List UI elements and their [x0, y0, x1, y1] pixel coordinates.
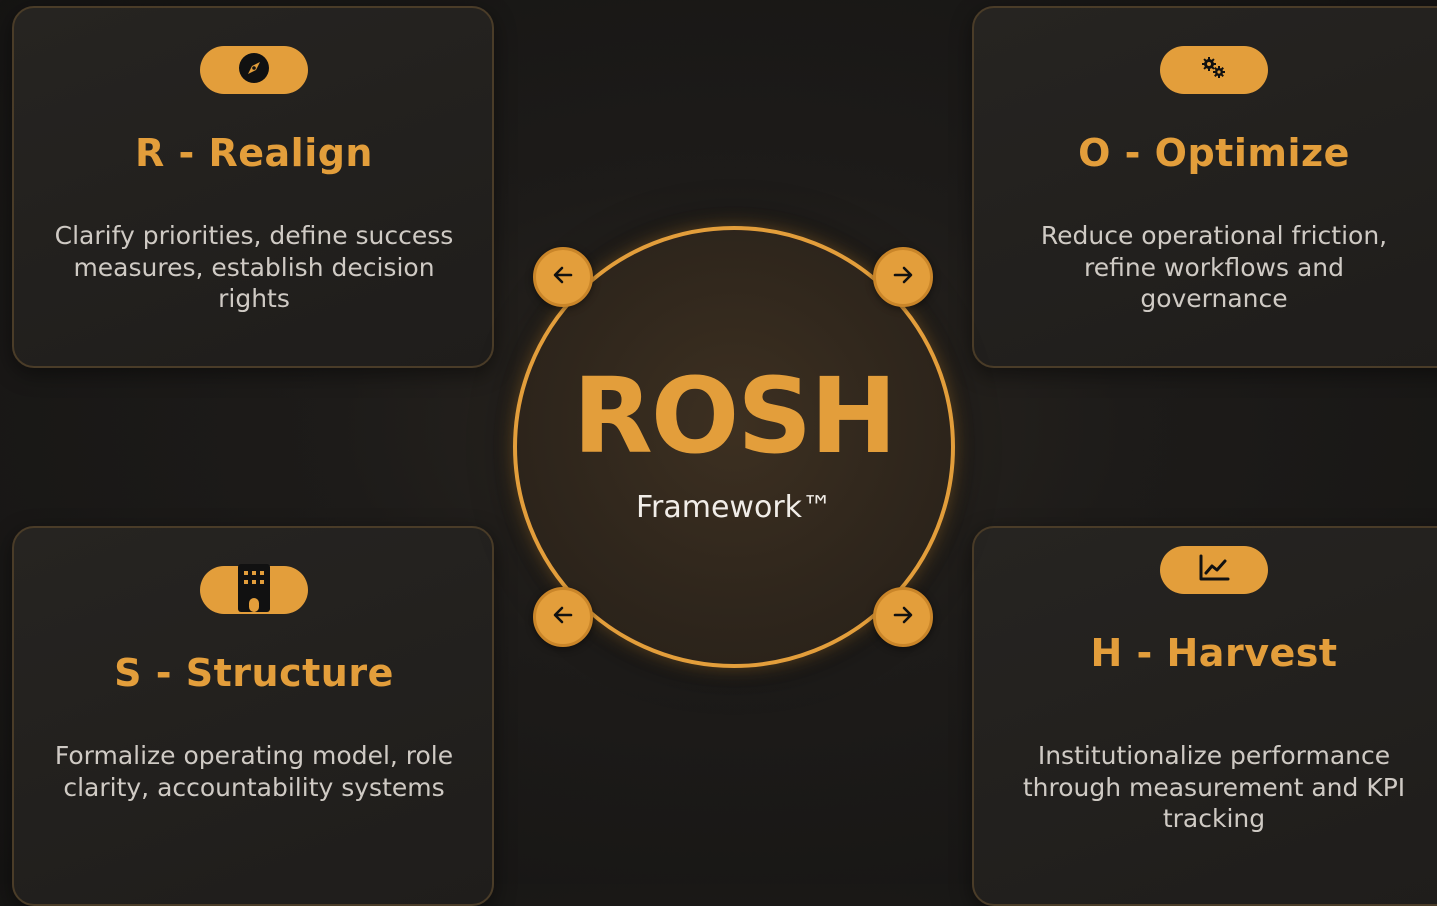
compass-icon [238, 52, 270, 88]
chart-line-icon [1198, 554, 1230, 586]
nav-button-bottom-right[interactable] [873, 587, 933, 647]
card-description: Reduce operational friction, refine work… [1040, 221, 1388, 313]
icon-badge [1160, 46, 1268, 94]
icon-badge [200, 564, 308, 616]
hub-title: ROSH [572, 355, 897, 477]
arrow-right-icon [892, 264, 914, 290]
card-description: Clarify priorities, define success measu… [54, 221, 454, 313]
icon-badge [200, 46, 308, 94]
card-title: R - Realign [135, 131, 373, 175]
card-realign: R - Realign Clarify priorities, define s… [12, 6, 494, 368]
framework-hub: ROSH Framework™ [513, 226, 955, 668]
hub-subtitle: Framework™ [635, 490, 833, 525]
card-optimize: O - Optimize Reduce operational friction… [972, 6, 1437, 368]
icon-badge [1160, 546, 1268, 594]
card-title: H - Harvest [1090, 631, 1338, 675]
card-description: Institutionalize performance through mea… [1022, 741, 1406, 833]
arrow-left-icon [552, 264, 574, 290]
arrow-right-icon [892, 604, 914, 630]
nav-button-top-left[interactable] [533, 247, 593, 307]
card-description: Formalize operating model, role clarity,… [54, 741, 454, 802]
card-title: S - Structure [114, 651, 394, 695]
nav-button-top-right[interactable] [873, 247, 933, 307]
nav-button-bottom-left[interactable] [533, 587, 593, 647]
card-structure: S - Structure Formalize operating model,… [12, 526, 494, 906]
arrow-left-icon [552, 604, 574, 630]
building-icon [236, 564, 272, 616]
card-title: O - Optimize [1078, 131, 1350, 175]
gears-icon [1200, 56, 1228, 84]
card-harvest: H - Harvest Institutionalize performance… [972, 526, 1437, 906]
